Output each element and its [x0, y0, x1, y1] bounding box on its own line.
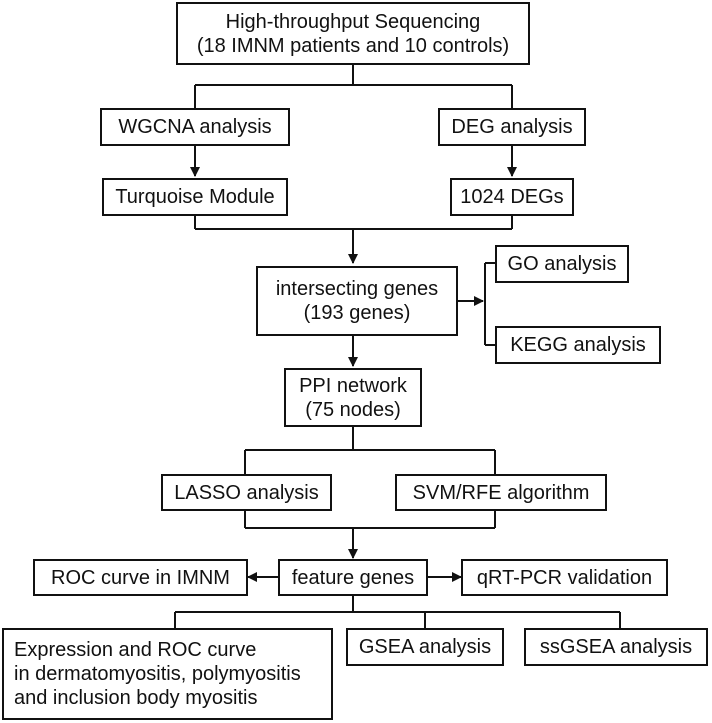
lasso-box: LASSO analysis	[161, 474, 332, 511]
gsea-box: GSEA analysis	[346, 628, 504, 666]
feature-box: feature genes	[278, 559, 428, 596]
roc-box: ROC curve in IMNM	[33, 559, 248, 596]
deg-label: DEG analysis	[451, 116, 573, 138]
turquoise-label: Turquoise Module	[115, 186, 275, 208]
degs-box: 1024 DEGs	[450, 178, 574, 216]
qrtpcr-label: qRT-PCR validation	[476, 566, 653, 589]
go-box: GO analysis	[495, 245, 629, 283]
expression-box: Expression and ROC curve in dermatomyosi…	[2, 628, 333, 720]
go-label: GO analysis	[507, 253, 617, 275]
deg-box: DEG analysis	[438, 108, 586, 146]
sequencing-line-1: High-throughput Sequencing	[225, 10, 481, 33]
sequencing-box: High-throughput Sequencing (18 IMNM pati…	[176, 2, 530, 65]
ssgsea-label: ssGSEA analysis	[539, 636, 693, 658]
expression-line-1: Expression and ROC curve	[14, 639, 257, 661]
intersecting-line-1: intersecting genes	[275, 278, 439, 300]
expression-line-2: in dermatomyositis, polymyositis	[14, 663, 301, 685]
kegg-label: KEGG analysis	[510, 334, 646, 356]
ssgsea-box: ssGSEA analysis	[524, 628, 708, 666]
qrtpcr-box: qRT-PCR validation	[461, 559, 668, 596]
wgcna-box: WGCNA analysis	[100, 108, 290, 146]
ppi-line-2: (75 nodes)	[305, 398, 401, 421]
intersecting-box: intersecting genes (193 genes)	[256, 266, 458, 336]
feature-label: feature genes	[291, 566, 415, 589]
turquoise-box: Turquoise Module	[102, 178, 288, 216]
ppi-line-1: PPI network	[299, 374, 407, 397]
gsea-label: GSEA analysis	[358, 636, 492, 658]
ppi-box: PPI network (75 nodes)	[284, 368, 422, 427]
expression-line-3: and inclusion body myositis	[14, 687, 258, 709]
svm-box: SVM/RFE algorithm	[395, 474, 607, 511]
svm-label: SVM/RFE algorithm	[412, 481, 590, 504]
degs-label: 1024 DEGs	[460, 186, 564, 208]
roc-label: ROC curve in IMNM	[51, 566, 230, 589]
kegg-box: KEGG analysis	[495, 326, 661, 364]
wgcna-label: WGCNA analysis	[118, 116, 272, 138]
intersecting-line-2: (193 genes)	[303, 302, 411, 324]
lasso-label: LASSO analysis	[174, 481, 319, 504]
sequencing-line-2: (18 IMNM patients and 10 controls)	[196, 34, 510, 57]
